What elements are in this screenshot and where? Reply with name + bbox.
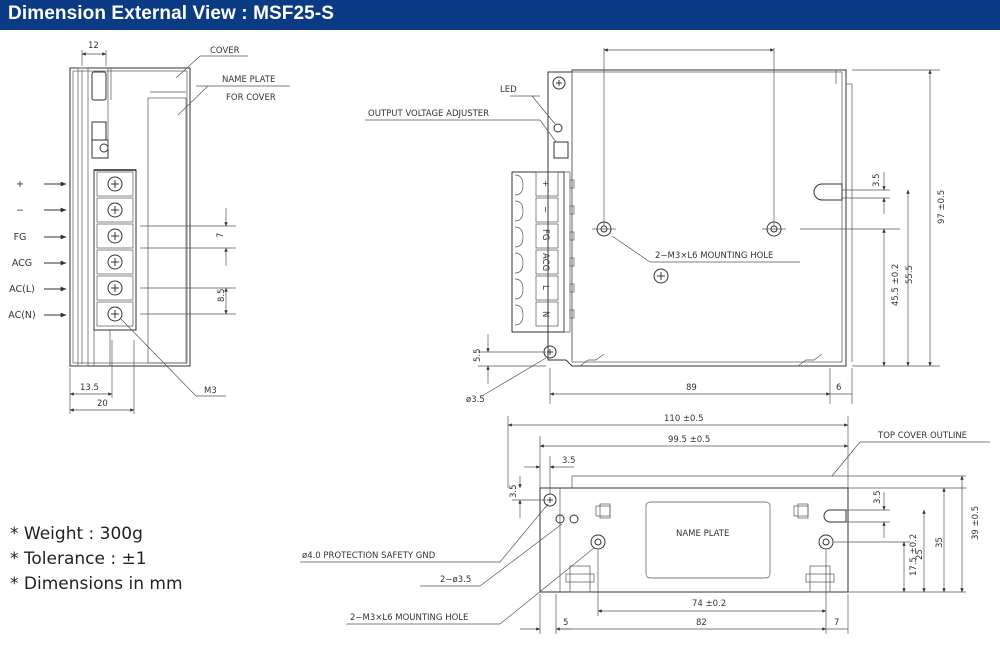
bottom-name-plate	[645, 501, 771, 579]
dim-45-5: 45.5 ±0.2	[891, 264, 901, 306]
front-terminal-cells	[514, 171, 575, 327]
bottom-view: TOP COVER OUTLINE NAME PLATE 110 ±0.5 99…	[300, 414, 990, 634]
dim-5-5: 5.5	[473, 348, 483, 362]
terminal-label-fg: FG	[14, 232, 27, 243]
dim-97: 97 ±0.5	[937, 190, 947, 224]
bottom-view-body	[539, 487, 849, 593]
dim-20: 20	[97, 399, 108, 409]
dim-bottom-3-5-left: 3.5	[509, 484, 519, 498]
notes-block: * Weight : 300g * Tolerance : ±1 * Dimen…	[10, 522, 183, 597]
label-cover: COVER	[210, 46, 240, 56]
terminal-label-acg: ACG	[12, 258, 32, 269]
label-m3: M3	[204, 386, 217, 396]
label-top-cover: TOP COVER OUTLINE	[877, 431, 967, 441]
dim-35: 35	[935, 537, 945, 548]
label-adjuster: OUTPUT VOLTAGE ADJUSTER	[368, 109, 489, 119]
label-led: LED	[500, 85, 517, 95]
dim-99-5: 99.5 ±0.5	[668, 435, 710, 445]
note-dimensions: * Dimensions in mm	[10, 574, 183, 594]
label-bottom-mounting: 2−M3×L6 MOUNTING HOLE	[350, 613, 468, 623]
dim-17-5: 17.5 ±0.2	[909, 534, 919, 576]
dim-7: 7	[834, 618, 839, 628]
dim-8-5: 8.5	[217, 288, 227, 302]
label-front-mounting: 2−M3×L6 MOUNTING HOLE	[655, 251, 773, 261]
side-terminal-screws	[96, 171, 134, 327]
side-view-body	[69, 67, 191, 367]
dim-74: 74 ±0.2	[692, 599, 726, 609]
terminal-label-minus: −	[16, 205, 24, 216]
label-for-cover: FOR COVER	[226, 93, 276, 103]
dim-7: 7	[216, 233, 226, 238]
dim-13-5: 13.5	[80, 383, 99, 393]
dim-6: 6	[836, 383, 841, 393]
label-hole-dia: ø3.5	[466, 395, 485, 405]
note-weight: * Weight : 300g	[10, 524, 143, 544]
front-mark-n: N	[540, 311, 550, 317]
dim-front-3-5: 3.5	[872, 173, 882, 187]
side-view: + − FG ACG AC(L) AC(N) 12 COVER NAME PLA…	[8, 41, 290, 414]
label-holes-3-5: 2−ø3.5	[440, 575, 471, 585]
front-mark-l: L	[540, 285, 550, 290]
led-icon	[553, 123, 563, 133]
dim-89: 89	[686, 383, 697, 393]
front-mark-fg: FG	[540, 229, 550, 240]
terminal-label-acl: AC(L)	[9, 284, 35, 295]
front-view-body	[547, 69, 847, 367]
dim-55-5: 55.5	[905, 265, 915, 284]
dim-bottom-3-5-right: 3.5	[873, 490, 883, 504]
dim-110: 110 ±0.5	[664, 414, 704, 424]
dim-82: 82	[696, 618, 707, 628]
label-bottom-name-plate: NAME PLATE	[676, 529, 729, 539]
label-protection-gnd: ø4.0 PROTECTION SAFETY GND	[302, 551, 436, 561]
dim-25: 25	[915, 549, 925, 560]
dim-bottom-3-5-top: 3.5	[562, 456, 576, 466]
front-terminal-marks: + − FG ACG L N	[540, 180, 550, 317]
front-mark-plus: +	[540, 180, 550, 187]
terminal-labels: + − FG ACG AC(L) AC(N)	[8, 179, 35, 321]
note-tolerance: * Tolerance : ±1	[10, 549, 147, 569]
header-bar: Dimension External View : MSF25-S	[0, 0, 1000, 30]
label-name-plate: NAME PLATE	[222, 75, 275, 85]
terminal-arrows	[44, 181, 67, 318]
dim-39: 39 ±0.5	[971, 506, 981, 540]
front-mark-acg: ACG	[540, 253, 550, 271]
front-mark-minus: −	[540, 206, 550, 213]
dim-5: 5	[563, 618, 568, 628]
terminal-label-acn: AC(N)	[8, 310, 35, 321]
page-title: Dimension External View : MSF25-S	[8, 3, 335, 24]
terminal-label-plus: +	[16, 179, 24, 190]
voltage-adjuster-icon	[553, 141, 569, 159]
dim-12: 12	[88, 41, 99, 51]
front-view: LED OUTPUT VOLTAGE ADJUSTER + − FG ACG L…	[365, 48, 947, 405]
